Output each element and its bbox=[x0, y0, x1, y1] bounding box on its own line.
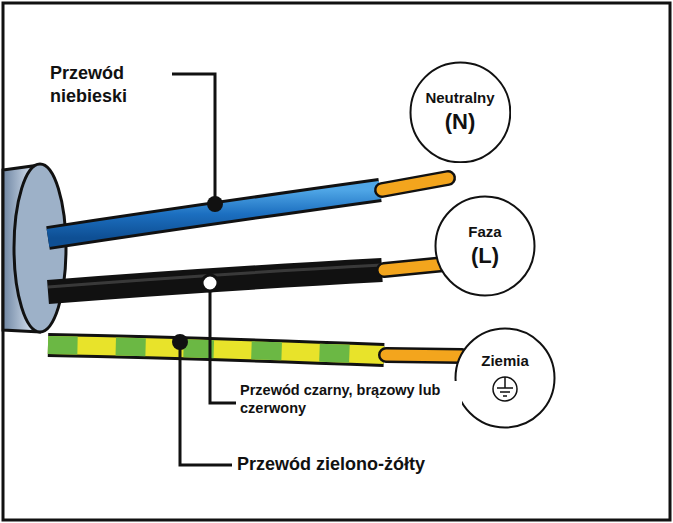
wire-tip-outline bbox=[382, 178, 448, 190]
leader-dot bbox=[172, 334, 188, 350]
terminal-name: Neutralny bbox=[425, 89, 494, 107]
green-stripes bbox=[48, 345, 384, 355]
wire-tip-outline bbox=[386, 355, 462, 356]
leader-line bbox=[210, 291, 236, 403]
yellow-wire bbox=[48, 345, 384, 355]
circle-shape bbox=[436, 197, 535, 296]
wire-outline bbox=[48, 190, 380, 238]
terminal-circle: Faza (L) bbox=[434, 195, 536, 297]
wire-label: Przewód niebieski bbox=[48, 62, 172, 107]
terminal-circle: Ziemia bbox=[454, 327, 556, 429]
black-wire bbox=[48, 270, 382, 292]
copper-tip bbox=[382, 178, 448, 190]
wire-outline bbox=[48, 345, 384, 355]
leader-line bbox=[165, 74, 215, 202]
leader-dot bbox=[207, 196, 223, 212]
circle-shape bbox=[410, 62, 510, 162]
terminal-name: Faza bbox=[468, 223, 501, 241]
terminal-circle: Neutralny (N) bbox=[409, 61, 512, 164]
terminal-name: Ziemia bbox=[481, 352, 529, 370]
copper-tip bbox=[386, 355, 462, 356]
wire-label: Przewód zielono-żółty bbox=[235, 453, 539, 476]
terminal-symbol: (L) bbox=[471, 243, 499, 269]
leader-line bbox=[180, 342, 232, 465]
terminal-symbol: (N) bbox=[445, 109, 476, 135]
wire-label: Przewód czarny, brązowy lub czerwony bbox=[238, 381, 462, 417]
circle-shape bbox=[456, 329, 555, 428]
blue-wire bbox=[48, 190, 380, 238]
leader-dot bbox=[202, 275, 218, 291]
ground-symbol bbox=[490, 374, 520, 404]
frame bbox=[3, 3, 670, 520]
